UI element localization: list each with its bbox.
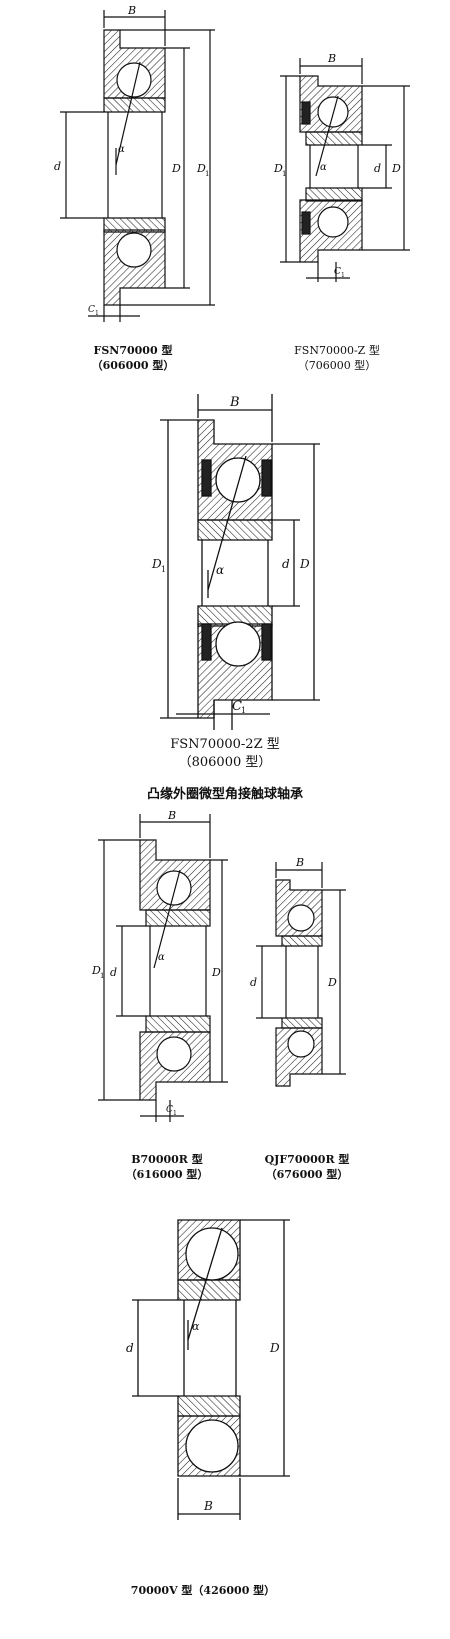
70000v-D-label: D	[269, 1341, 280, 1355]
fsn70000-2z-C1-label: C	[232, 699, 242, 714]
fsn70000-2z-d-label: d	[282, 557, 290, 571]
b70000r-D-label: D	[211, 966, 221, 979]
qjf70000r-caption: QJF70000R 型 （676000 型）	[252, 1153, 362, 1183]
b70000r-D1-subscript: 1	[100, 972, 104, 980]
b70000r-C1-subscript: 1	[173, 1110, 177, 1117]
b70000r-d-label: d	[110, 966, 117, 979]
fsn70000z-D1-subscript: 1	[282, 170, 286, 178]
qjf70000r-d-label: d	[250, 976, 257, 989]
fsn70000z-C1-label: C	[334, 267, 341, 277]
fsn70000-2z-caption-title: FSN70000-2Z 型	[170, 737, 280, 752]
fsn70000-C1-subscript: 1	[95, 310, 99, 317]
qjf70000r-B-label: B	[295, 856, 304, 869]
fsn70000-2z-caption: FSN70000-2Z 型 （806000 型）	[150, 736, 300, 771]
fsn70000-2z-D1-subscript: 1	[161, 565, 166, 574]
fsn70000-B-label: B	[127, 4, 136, 17]
fsn70000z-caption-sub: （706000 型）	[297, 358, 377, 372]
fsn70000-caption: FSN70000 型 （606000 型）	[78, 344, 188, 374]
70000v-caption-title: 70000V 型（426000 型）	[130, 1584, 276, 1597]
fsn70000z-caption: FSN70000-Z 型 （706000 型）	[282, 344, 392, 374]
fsn70000-2z-D1-label: D	[151, 557, 162, 571]
fsn70000-2z-drawing: B d D D 1 α C 1	[151, 394, 320, 730]
b70000r-alpha-label: α	[158, 952, 165, 963]
fsn70000z-caption-title: FSN70000-Z 型	[294, 344, 380, 357]
fsn70000-D1-label: D	[196, 162, 206, 175]
70000v-B-label: B	[203, 1499, 213, 1513]
b70000r-caption-sub: （616000 型）	[125, 1167, 209, 1181]
b70000r-D1-label: D	[91, 964, 101, 977]
fsn70000-2z-C1-subscript: 1	[241, 706, 246, 715]
fsn70000-alpha-label: α	[118, 144, 125, 155]
qjf70000r-drawing: B d D	[250, 856, 346, 1087]
fsn70000-caption-title: FSN70000 型	[93, 344, 173, 357]
section-heading: 凸缘外圈微型角接触球轴承	[146, 787, 303, 802]
fsn70000-D-label: D	[171, 162, 181, 175]
fsn70000-2z-B-label: B	[229, 395, 240, 410]
fsn70000-drawing: B d D D 1 α C 1	[54, 4, 215, 322]
qjf70000r-caption-title: QJF70000R 型	[264, 1153, 350, 1166]
fsn70000z-drawing: B d D D 1 α C 1	[273, 52, 410, 282]
fsn70000-D1-subscript: 1	[205, 170, 209, 178]
70000v-caption: 70000V 型（426000 型）	[118, 1584, 288, 1599]
fsn70000z-alpha-label: α	[320, 162, 327, 173]
70000v-drawing: B d D α	[126, 1219, 290, 1520]
b70000r-caption-title: B70000R 型	[131, 1153, 203, 1166]
b70000r-caption: B70000R 型 （616000 型）	[112, 1153, 222, 1183]
fsn70000z-d-label: d	[374, 162, 381, 175]
b70000r-drawing: B d D D 1 α C 1	[91, 809, 228, 1122]
fsn70000z-D1-label: D	[273, 162, 283, 175]
fsn70000-2z-alpha-label: α	[216, 563, 224, 577]
70000v-alpha-label: α	[192, 1320, 200, 1333]
fsn70000-caption-sub: （606000 型）	[91, 358, 175, 372]
fsn70000-C1-label: C	[88, 305, 95, 315]
fsn70000z-D-label: D	[391, 162, 401, 175]
fsn70000-d-label: d	[54, 160, 61, 173]
qjf70000r-caption-sub: （676000 型）	[265, 1167, 349, 1181]
fsn70000-2z-caption-sub: （806000 型）	[178, 754, 272, 770]
fsn70000z-C1-subscript: 1	[341, 272, 345, 279]
70000v-d-label: d	[126, 1341, 134, 1355]
b70000r-B-label: B	[167, 809, 176, 822]
fsn70000-2z-D-label: D	[299, 557, 310, 571]
b70000r-C1-label: C	[166, 1105, 173, 1115]
fsn70000z-B-label: B	[327, 52, 336, 65]
qjf70000r-D-label: D	[327, 976, 337, 989]
